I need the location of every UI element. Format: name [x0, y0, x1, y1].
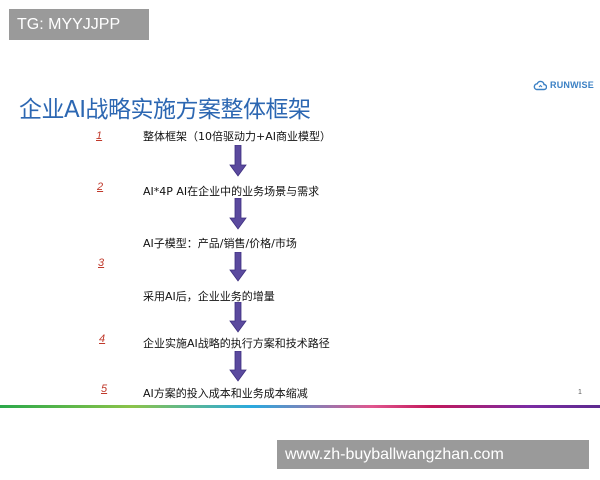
step-text-5: AI方案的投入成本和业务成本缩减	[143, 387, 308, 400]
down-arrow-icon	[229, 351, 247, 382]
step-number-4: 4	[99, 333, 106, 345]
cloud-icon	[533, 80, 547, 90]
step-text-3: 采用AI后，企业业务的增量	[143, 290, 275, 303]
down-arrow-icon	[229, 302, 247, 333]
step-number-1: 1	[96, 130, 103, 142]
step-text-2: AI*4P AI在企业中的业务场景与需求	[143, 185, 320, 198]
url-watermark: www.zh-buyballwangzhan.com	[277, 440, 589, 469]
step-text-4: 企业实施AI战略的执行方案和技术路径	[143, 337, 330, 350]
step-text-2b: AI子模型：产品/销售/价格/市场	[143, 237, 297, 250]
telegram-watermark: TG: MYYJJPP	[9, 9, 149, 40]
page-number: 1	[578, 389, 582, 396]
down-arrow-icon	[229, 252, 247, 282]
logo-text: RUNWISE	[550, 80, 594, 90]
slide-title: 企业AI战略实施方案整体框架	[19, 97, 311, 123]
down-arrow-icon	[229, 198, 247, 230]
runwise-logo: RUNWISE	[533, 78, 594, 92]
step-text-1: 整体框架（10倍驱动力+AI商业模型）	[143, 130, 331, 143]
step-number-2: 2	[97, 181, 104, 193]
color-divider-bar	[0, 405, 600, 408]
step-number-3: 3	[98, 257, 105, 269]
down-arrow-icon	[229, 145, 247, 177]
step-number-5: 5	[101, 383, 108, 395]
